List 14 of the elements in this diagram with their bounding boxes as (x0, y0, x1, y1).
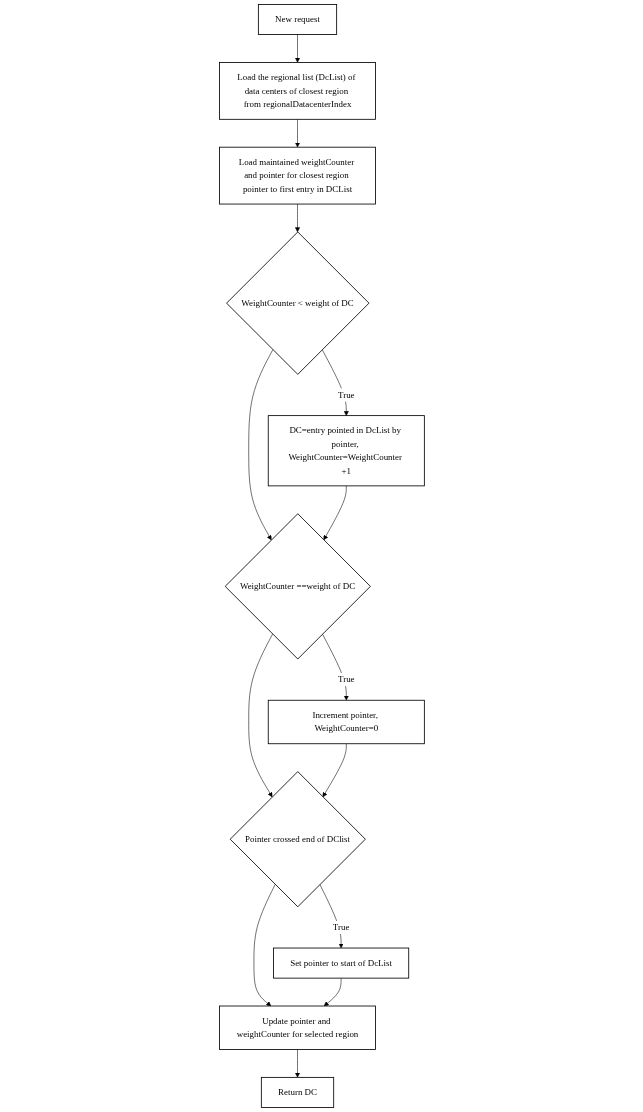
node-box: Load maintained weightCounter and pointer for closest region pointer to first entry in DCList (218, 146, 376, 205)
node-box: DC=entry pointed in DcList by pointer, WeightCounter=WeightCounter +1 (267, 415, 425, 487)
node-box: New request (257, 4, 337, 35)
node-diamond: WeightCounter ==weight of DC (224, 513, 371, 660)
edge-label: True (332, 922, 349, 932)
node-diamond: WeightCounter < weight of DC (225, 231, 370, 375)
node-box: Return DC (260, 1077, 334, 1108)
node-box: Update pointer and weightCounter for selected region (218, 1005, 376, 1050)
node-box: Increment pointer, WeightCounter=0 (267, 699, 425, 745)
edge-label: True (337, 390, 355, 400)
edge-label: True (337, 674, 355, 685)
node-diamond: Pointer crossed end of DClist (229, 771, 366, 908)
node-box: Load the regional list (DcList) of data centers of closest region from regionalDatacenterIndex (218, 62, 376, 120)
node-box: Set pointer to start of DcList (272, 947, 409, 979)
